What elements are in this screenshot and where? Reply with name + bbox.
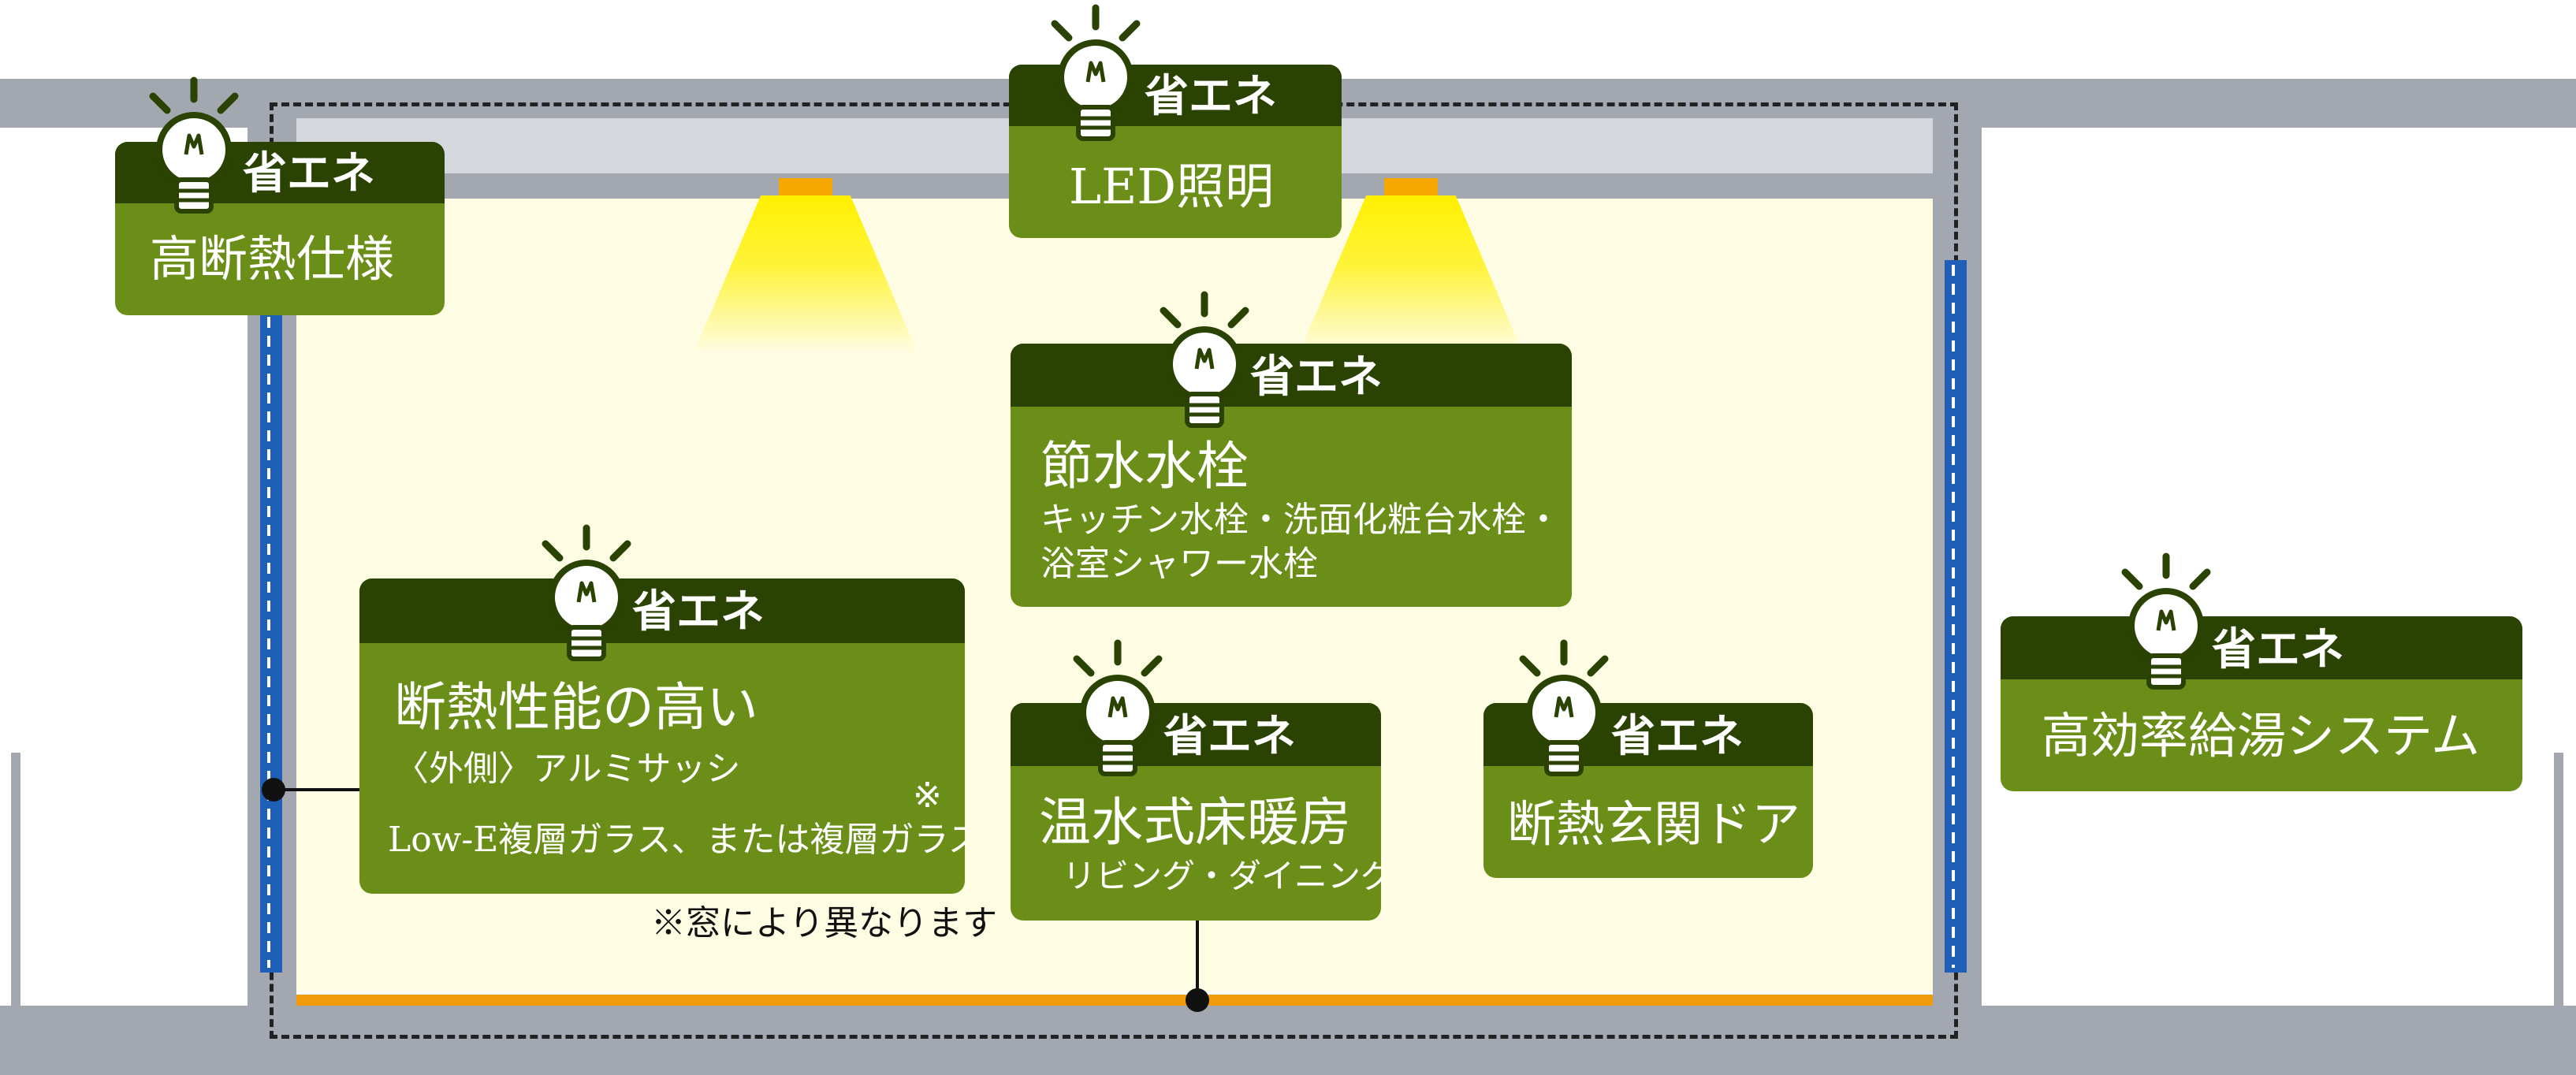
lightbulb-icon: [149, 76, 239, 214]
label-title: LED照明: [1069, 158, 1275, 215]
ceiling-light-left: [779, 178, 832, 195]
asterisk-mark: ※: [913, 776, 942, 816]
eco-badge: 省エネ: [1250, 351, 1383, 403]
label-title: 断熱性能の高い: [394, 677, 758, 738]
ceiling-light-right: [1384, 178, 1438, 195]
lightbulb-icon: [1160, 291, 1249, 428]
eco-badge: 省エネ: [2212, 623, 2344, 675]
label-title: 高効率給湯システム: [2042, 707, 2481, 764]
label-insulated-sash: 省エネ 断熱性能の高い 〈外側〉アルミサッシ ※ Low-E複層ガラス、または複…: [359, 578, 965, 894]
floor-slab: [0, 1006, 2576, 1075]
lightbulb-icon: [1519, 639, 1609, 776]
eco-badge: 省エネ: [1611, 710, 1744, 762]
lightbulb-icon: [2121, 552, 2211, 690]
label-title: 断熱玄関ドア: [1507, 795, 1801, 853]
footnote: ※窓により異なります: [651, 903, 998, 943]
right-window: [1945, 260, 1967, 973]
sash-leader-line: [274, 788, 363, 791]
eco-badge: 省エネ: [1145, 70, 1277, 122]
lightbulb-icon: [1051, 4, 1141, 141]
eco-badge: 省エネ: [243, 147, 375, 199]
label-floor-heating: 省エネ 温水式床暖房 リビング・ダイニング: [1011, 703, 1381, 921]
label-title: 高断熱仕様: [150, 230, 395, 288]
label-efficient-water-heater: 省エネ 高効率給湯システム: [2001, 616, 2522, 791]
left-window: [260, 293, 282, 973]
label-detail-line1: キッチン水栓・洗面化粧台水栓・: [1040, 500, 1561, 540]
lightbulb-icon: [542, 524, 631, 661]
left-outer-post: [11, 753, 20, 1006]
label-title: 温水式床暖房: [1039, 792, 1351, 853]
eco-badge: 省エネ: [632, 586, 765, 638]
label-title: 節水水栓: [1040, 436, 1249, 497]
eco-badge: 省エネ: [1163, 710, 1296, 762]
label-detail-line2: 浴室シャワー水栓: [1040, 544, 1318, 584]
floorheat-leader-line: [1196, 921, 1199, 999]
right-outer-post: [2554, 753, 2563, 1006]
floor-heating-layer: [296, 995, 1933, 1006]
label-detail: リビング・ダイニング: [1063, 857, 1381, 895]
floorheat-leader-dot: [1186, 988, 1209, 1012]
label-detail-line1: 〈外側〉アルミサッシ: [394, 749, 741, 789]
lightbulb-icon: [1073, 639, 1163, 776]
label-detail-line2: Low-E複層ガラス、または複層ガラス: [388, 820, 965, 860]
label-water-saving-faucet: 省エネ 節水水栓 キッチン水栓・洗面化粧台水栓・ 浴室シャワー水栓: [1011, 344, 1572, 607]
sash-leader-dot: [262, 778, 285, 802]
